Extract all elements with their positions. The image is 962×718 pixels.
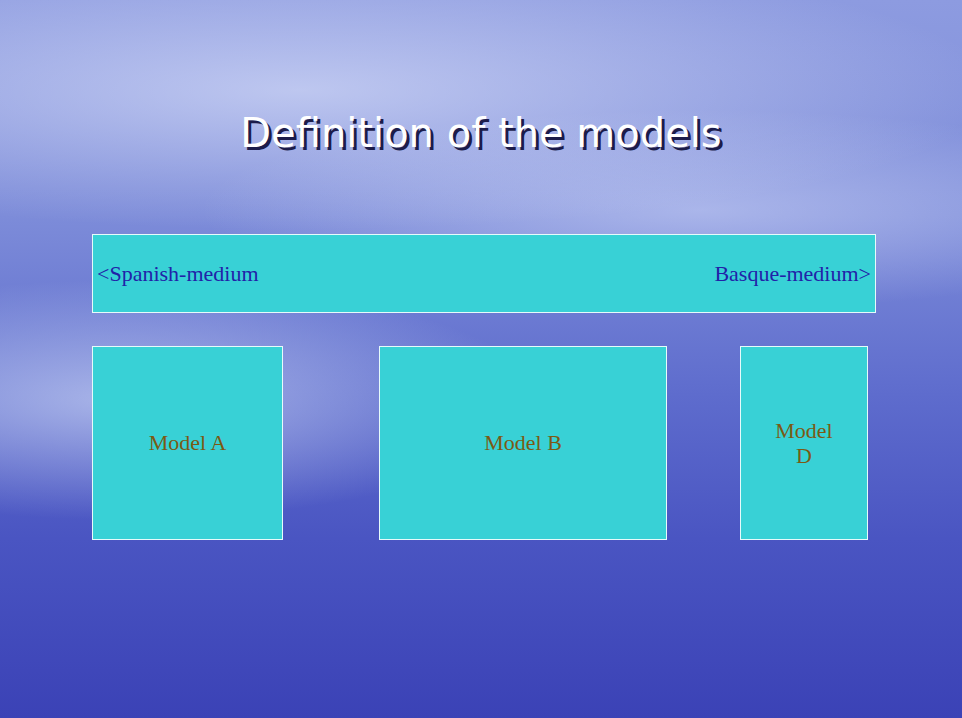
model-box: Model B (379, 346, 667, 540)
slide-title: Definition of the models (0, 110, 962, 156)
model-label: Model A (149, 430, 227, 455)
model-box: Model D (740, 346, 868, 540)
band-label: Basque-medium> (714, 261, 871, 287)
band-label: <Spanish-medium (97, 261, 259, 287)
model-label: Model B (484, 430, 562, 455)
model-box: Model A (92, 346, 283, 540)
medium-band: <Spanish-medium Basque-medium> (92, 234, 876, 313)
model-label: Model D (772, 418, 836, 469)
